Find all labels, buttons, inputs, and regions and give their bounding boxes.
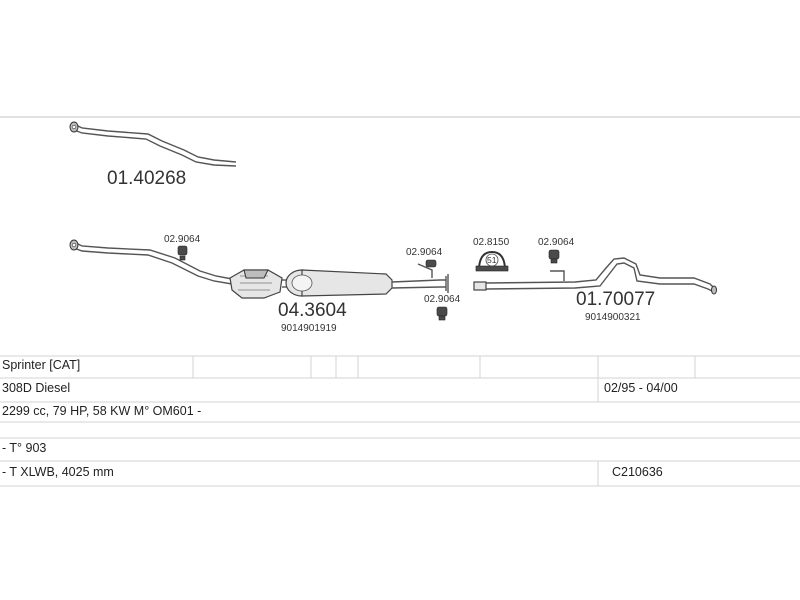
- clamp-icon: [475, 250, 509, 272]
- clamp-number: 02.8150: [473, 237, 510, 248]
- rear-hanger-number: 02.9064: [538, 237, 575, 248]
- middle-silencer-drawing: [282, 269, 449, 297]
- engine-spec: 2299 cc, 79 HP, 58 KW M° OM601 -: [2, 404, 202, 418]
- front-pipe-drawing: [69, 121, 237, 167]
- tail-pipe-drawing: [473, 257, 717, 295]
- engine-variant: 308D Diesel: [2, 381, 71, 395]
- tail-pipe-number: 01.70077: [576, 289, 655, 310]
- hanger-upper-icon: [417, 259, 437, 278]
- vehicle-type: - T° 903: [2, 441, 47, 455]
- front-pipe-lower-drawing: [69, 239, 233, 285]
- front-pipe-number: 01.40268: [107, 168, 186, 189]
- catalyst-drawing: [229, 269, 283, 299]
- middle-silencer-number: 04.3604: [278, 300, 347, 321]
- wheelbase: - T XLWB, 4025 mm: [2, 465, 114, 479]
- vehicle-model: Sprinter [CAT]: [2, 358, 81, 372]
- catalog-code: C210636: [612, 465, 663, 479]
- tail-pipe-oe-number: 9014900321: [585, 312, 641, 323]
- clamp-size: 51: [487, 255, 497, 265]
- catalyst-hanger-icon: [177, 245, 188, 261]
- production-years: 02/95 - 04/00: [604, 381, 678, 395]
- hanger-lower-icon: [436, 306, 448, 321]
- rear-hanger-icon: [548, 249, 565, 281]
- vehicle-table-grid: [0, 355, 800, 487]
- hanger-lower-number: 02.9064: [424, 294, 461, 305]
- catalyst-hanger-number: 02.9064: [164, 234, 201, 245]
- hanger-upper-number: 02.9064: [406, 247, 443, 258]
- middle-silencer-oe-number: 9014901919: [281, 323, 337, 334]
